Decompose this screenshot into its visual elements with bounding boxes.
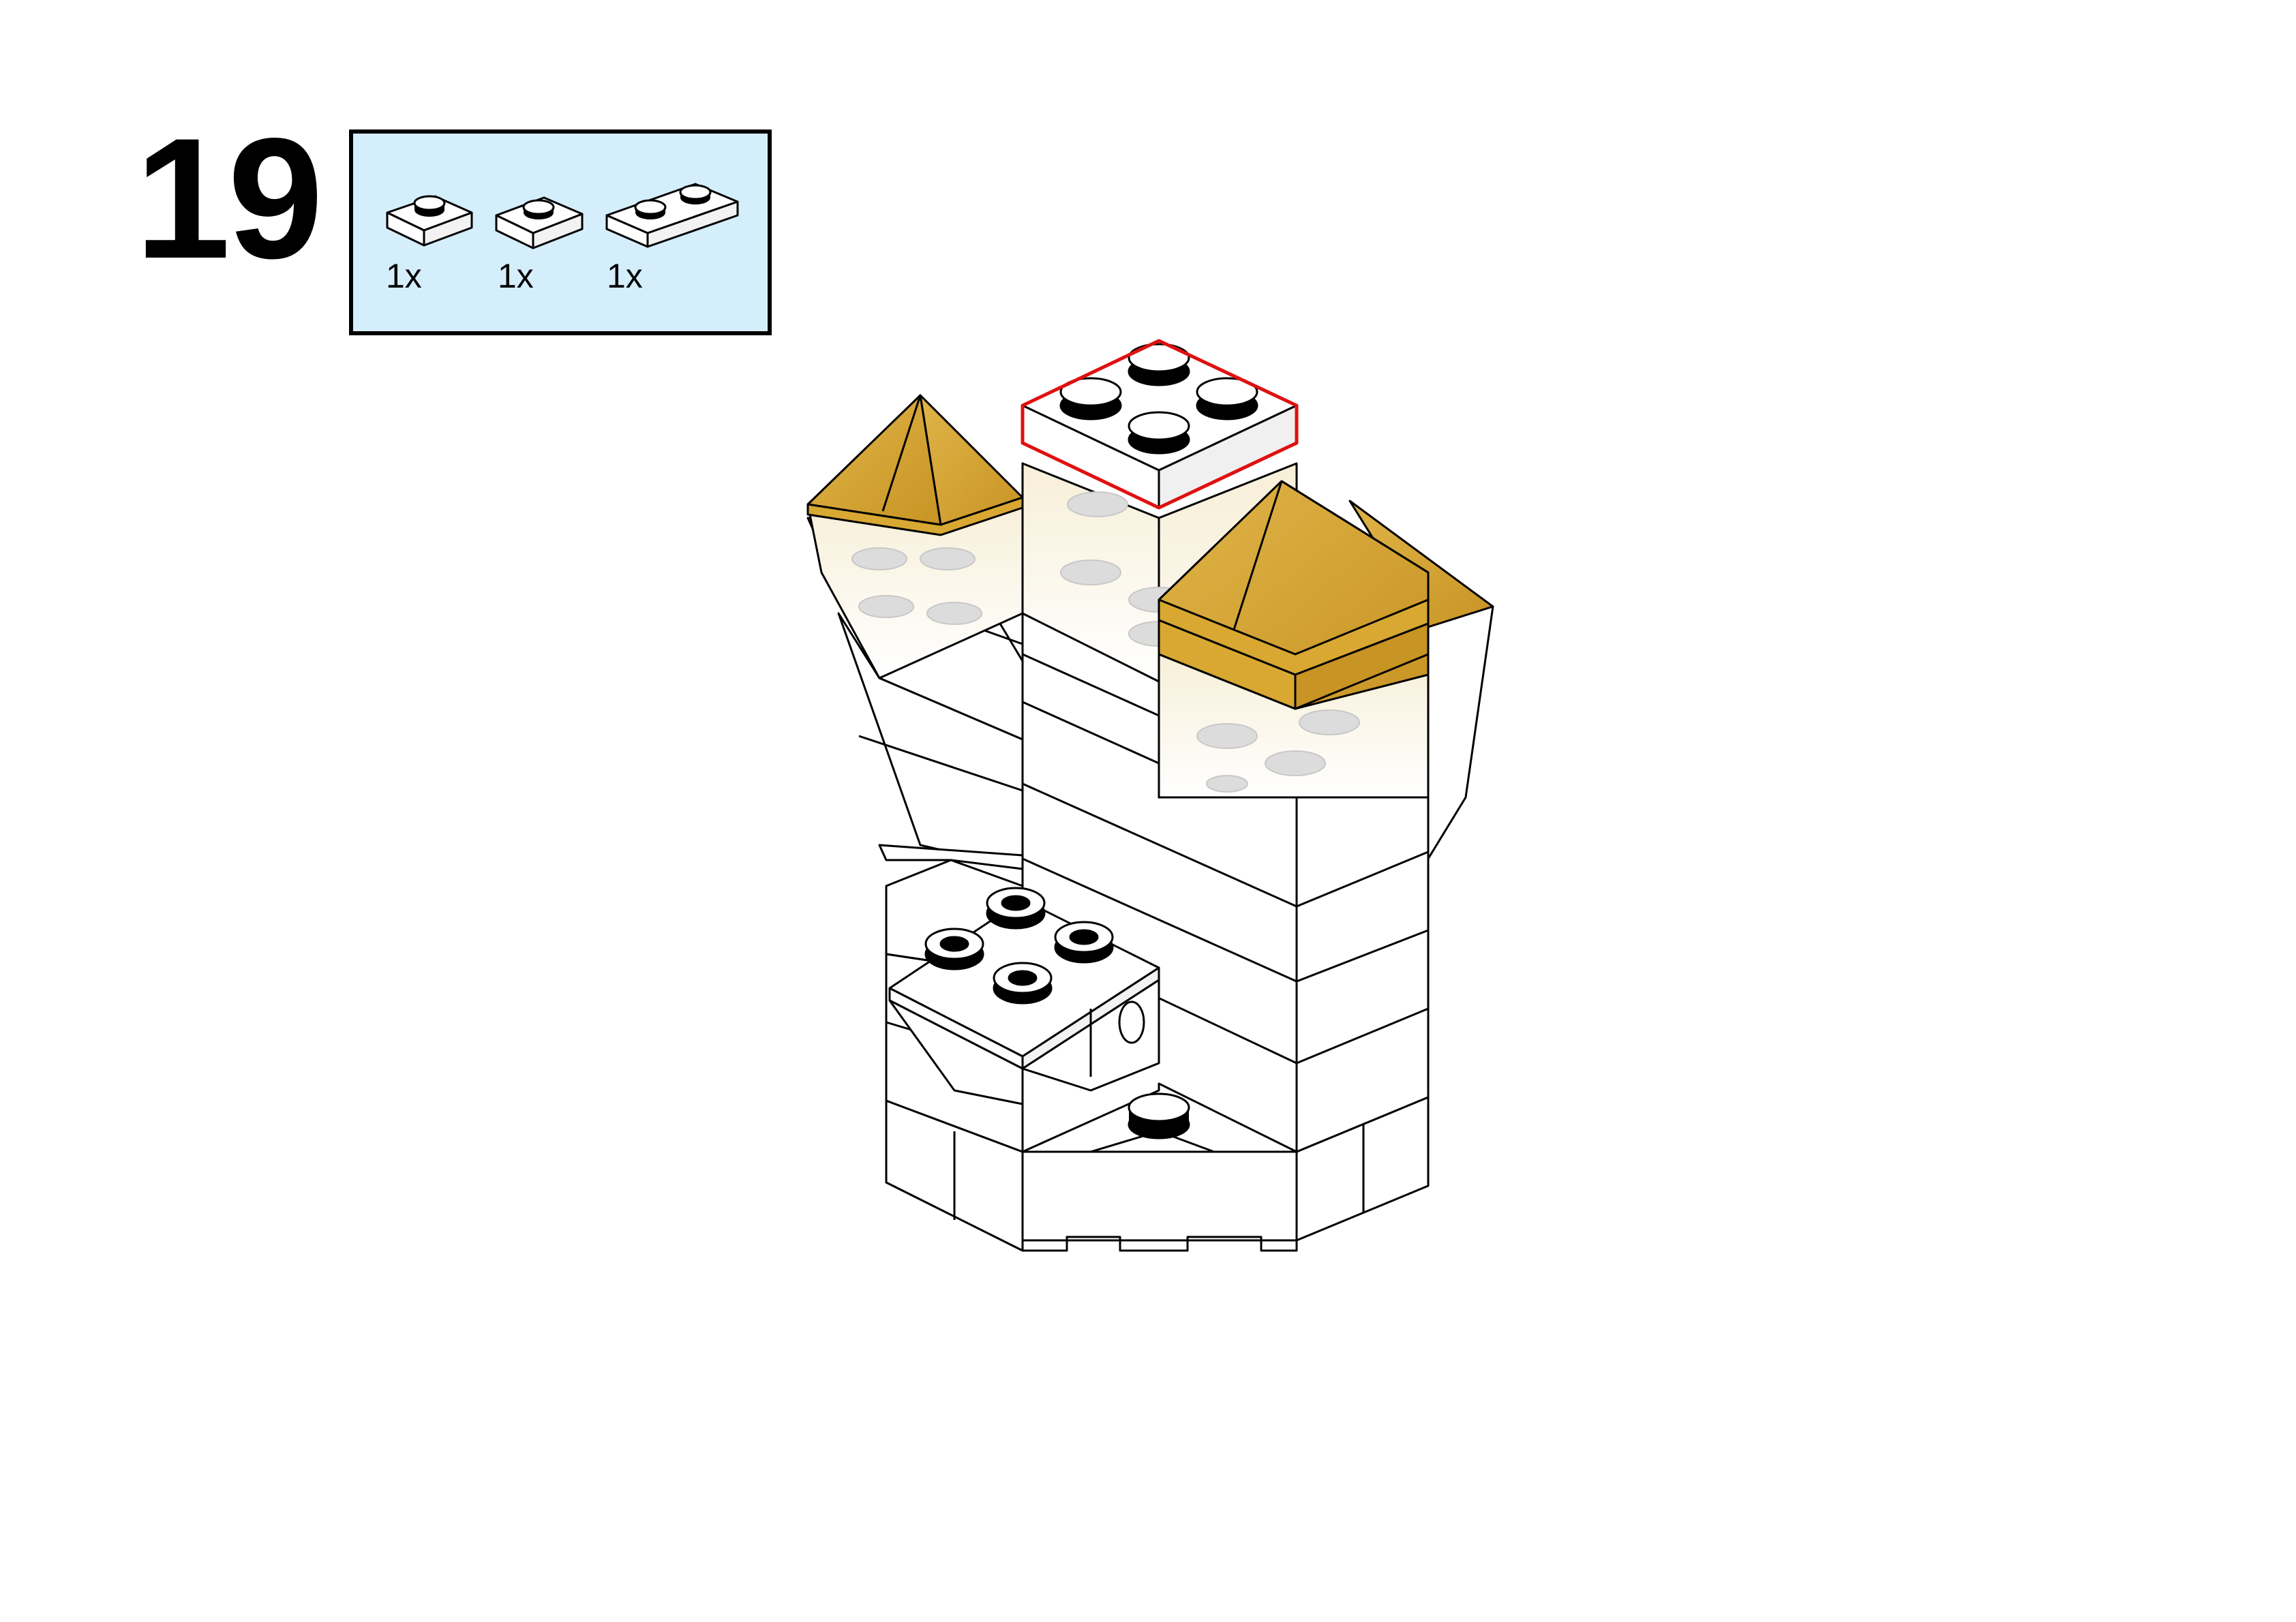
part-quantity: 1x bbox=[607, 257, 643, 295]
plate-1x1-round-stud-icon bbox=[383, 188, 476, 249]
part-quantity: 1x bbox=[498, 257, 534, 295]
step-number: 19 bbox=[135, 103, 323, 294]
plate-1x1-icon bbox=[494, 192, 586, 254]
plate-1x2-icon bbox=[604, 174, 740, 249]
parts-list-callout: 1x 1x 1x bbox=[349, 129, 772, 335]
part-quantity: 1x bbox=[386, 257, 422, 295]
